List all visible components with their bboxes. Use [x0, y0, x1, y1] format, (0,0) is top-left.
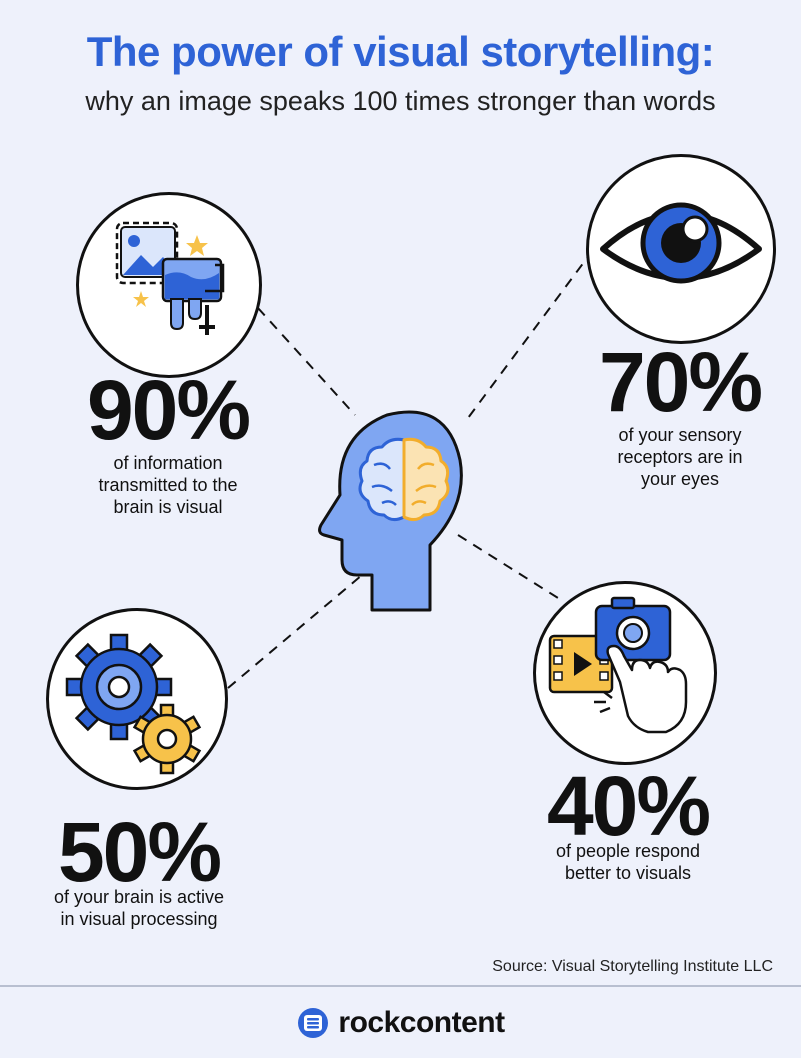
stat-value-50: 50%	[57, 805, 222, 899]
stat-value-70: 70%	[598, 335, 763, 429]
stat-description-70: of your sensory receptors are in your ey…	[617, 425, 743, 489]
stat-description-50: of your brain is active in visual proces…	[53, 887, 225, 929]
source-note: Source: Visual Storytelling Institute LL…	[492, 958, 773, 975]
camera-hand-icon	[533, 581, 717, 765]
image-painting-icon	[76, 192, 262, 378]
eye-icon	[586, 154, 776, 344]
rockcontent-logo-icon	[298, 1007, 329, 1038]
page-subtitle: why an image speaks 100 times stronger t…	[85, 86, 716, 116]
brand-name: rockcontent	[338, 1005, 505, 1039]
stat-value-40: 40%	[546, 759, 711, 853]
stat-value-90: 90%	[86, 363, 251, 457]
footer: rockcontent	[0, 985, 801, 1058]
gears-icon	[46, 608, 228, 790]
page-title: The power of visual storytelling:	[86, 28, 715, 75]
head-brain-icon	[318, 410, 463, 612]
stat-description-40: of people respond better to visuals	[555, 841, 701, 883]
stat-description-90: of information transmitted to the brain …	[98, 453, 238, 517]
